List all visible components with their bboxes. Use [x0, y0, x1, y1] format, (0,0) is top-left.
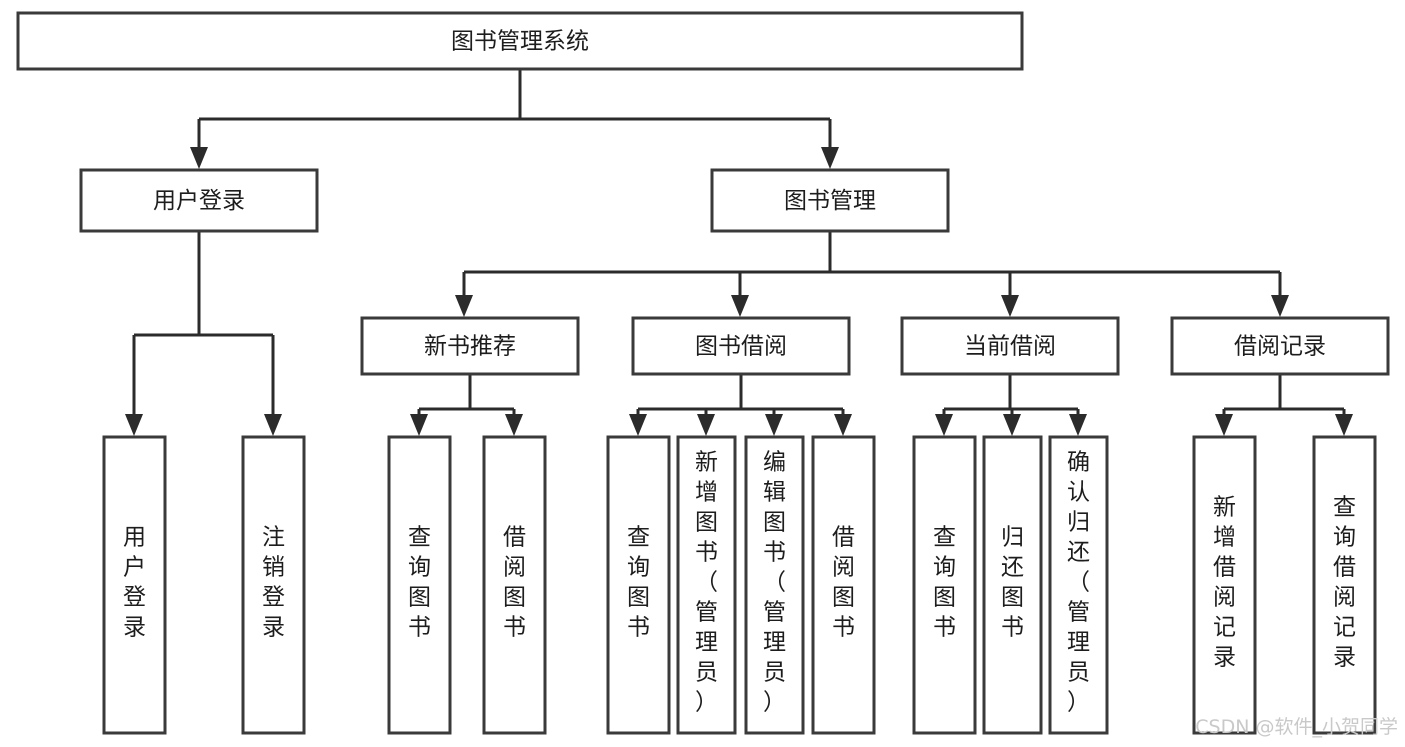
node-box [1312, 435, 1377, 735]
connector-current-to-leaves [935, 374, 1087, 436]
node-label: 图书管理系统 [451, 29, 589, 55]
node-box [744, 435, 805, 735]
node-leaf-6[interactable]: 编辑图书（管理员） [744, 435, 805, 735]
node-label: 归还图书 [1001, 525, 1024, 641]
node-level3-2[interactable]: 当前借阅 [900, 316, 1120, 376]
node-label: 确认归还（管理员） [1067, 450, 1090, 716]
connector-root-to-level2 [190, 69, 839, 169]
node-box [360, 316, 580, 376]
node-box [16, 11, 1024, 71]
node-label: 编辑图书（管理员） [763, 450, 786, 716]
node-leaf-5[interactable]: 新增图书（管理员） [676, 435, 737, 735]
connector-user-login-to-leaves [125, 231, 282, 436]
connector-book-mgmt-to-level3 [455, 231, 1289, 317]
node-box [676, 435, 737, 735]
node-level3-0[interactable]: 新书推荐 [360, 316, 580, 376]
node-label: 新增图书（管理员） [695, 450, 718, 716]
node-box [387, 435, 452, 735]
node-leaf-9[interactable]: 归还图书 [982, 435, 1043, 735]
node-box [606, 435, 671, 735]
node-label: 新书推荐 [424, 334, 516, 360]
node-leaf-8[interactable]: 查询图书 [912, 435, 977, 735]
node-leaf-3[interactable]: 借阅图书 [482, 435, 547, 735]
connector-record-to-leaves [1215, 374, 1353, 436]
node-box [631, 316, 851, 376]
node-box [241, 435, 306, 735]
node-level3-1[interactable]: 图书借阅 [631, 316, 851, 376]
node-label: 当前借阅 [964, 334, 1056, 360]
node-level2-0[interactable]: 用户登录 [79, 168, 319, 233]
node-box [811, 435, 876, 735]
node-level2-1[interactable]: 图书管理 [710, 168, 950, 233]
node-label: 查询图书 [627, 525, 650, 641]
node-box [79, 168, 319, 233]
node-label: 借阅记录 [1234, 334, 1326, 360]
node-label: 图书借阅 [695, 334, 787, 360]
node-leaf-12[interactable]: 查询借阅记录 [1312, 435, 1377, 735]
node-box [900, 316, 1120, 376]
node-leaf-4[interactable]: 查询图书 [606, 435, 671, 735]
node-leaf-2[interactable]: 查询图书 [387, 435, 452, 735]
node-leaf-7[interactable]: 借阅图书 [811, 435, 876, 735]
node-box [1170, 316, 1390, 376]
connector-layer [125, 69, 1353, 436]
node-box [710, 168, 950, 233]
node-label: 用户登录 [153, 188, 245, 214]
node-box [482, 435, 547, 735]
node-leaf-11[interactable]: 新增借阅记录 [1192, 435, 1257, 735]
node-label: 注销登录 [262, 525, 285, 641]
connector-borrow-to-leaves [629, 374, 852, 436]
node-layer: 图书管理系统用户登录图书管理新书推荐图书借阅当前借阅借阅记录用户登录注销登录查询… [16, 11, 1390, 735]
node-box [102, 435, 167, 735]
node-label: 新增借阅记录 [1213, 495, 1236, 671]
csdn-watermark: CSDN @软件_小贺同学 [1195, 716, 1398, 738]
node-label: 查询借阅记录 [1333, 495, 1356, 671]
node-label: 借阅图书 [832, 525, 855, 641]
node-box [1192, 435, 1257, 735]
node-leaf-1[interactable]: 注销登录 [241, 435, 306, 735]
connector-newbook-to-leaves [410, 374, 523, 436]
node-label: 图书管理 [784, 188, 876, 214]
node-leaf-10[interactable]: 确认归还（管理员） [1048, 435, 1109, 735]
node-box [912, 435, 977, 735]
node-box [982, 435, 1043, 735]
node-leaf-0[interactable]: 用户登录 [102, 435, 167, 735]
node-label: 查询图书 [933, 525, 956, 641]
node-root[interactable]: 图书管理系统 [16, 11, 1024, 71]
node-label: 用户登录 [123, 525, 146, 641]
node-level3-3[interactable]: 借阅记录 [1170, 316, 1390, 376]
node-box [1048, 435, 1109, 735]
node-label: 借阅图书 [503, 525, 526, 641]
node-label: 查询图书 [408, 525, 431, 641]
